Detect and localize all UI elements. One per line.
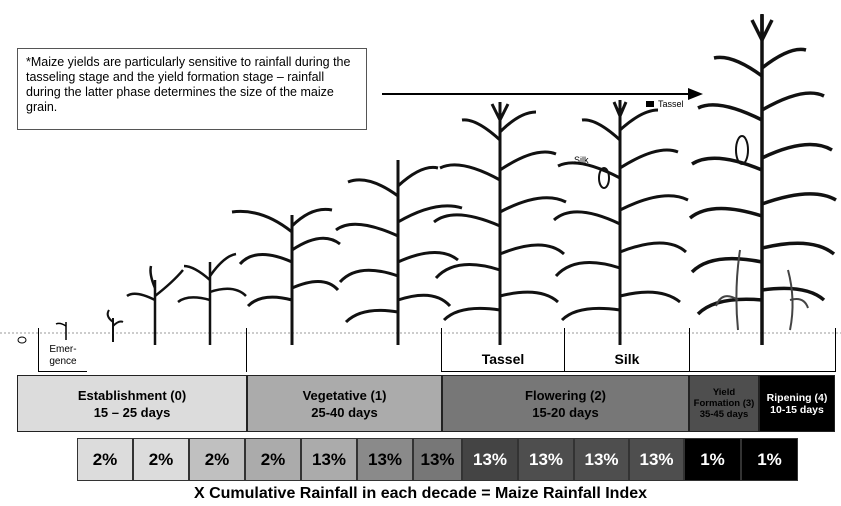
phase-establishment-days: 15 – 25 days: [93, 404, 171, 420]
weight-cell: 2%: [77, 438, 133, 481]
phase-ripening: Ripening (4) 10-15 days: [759, 375, 835, 432]
phase-vegetative: Vegetative (1) 25-40 days: [247, 375, 442, 432]
emergence-plant-icon: [55, 322, 67, 340]
sensitivity-note: *Maize yields are particularly sensitive…: [17, 48, 367, 130]
silk-plant-icon: [552, 100, 689, 345]
young-plant-2-icon: [177, 252, 247, 345]
weight-cell: 13%: [462, 438, 518, 481]
maize-growth-illustration: [0, 14, 841, 345]
weight-cell: 13%: [301, 438, 357, 481]
phase-ripening-days: 10-15 days: [770, 403, 824, 416]
yield-formation-plant-icon: [688, 14, 837, 345]
silk-plant-label: Silk: [574, 155, 589, 165]
emergence-label-line1: Emer-: [49, 344, 77, 355]
phase-flowering: Flowering (2) 15-20 days: [442, 375, 689, 432]
silk-label-cell: Silk: [564, 328, 689, 372]
phase-vegetative-name: Vegetative (1): [302, 387, 387, 403]
phase-vegetative-days: 25-40 days: [311, 404, 378, 420]
weight-cell: 13%: [574, 438, 629, 481]
phase-yield-formation-name: Yield Formation (3): [693, 387, 755, 409]
yield-label-cell: [689, 328, 836, 372]
weight-cell: 13%: [518, 438, 574, 481]
silk-stage-label: Silk: [614, 351, 640, 367]
phase-yield-formation: Yield Formation (3) 35-45 days: [689, 375, 759, 432]
tassel-plant-icon: [433, 102, 567, 345]
phase-establishment-name: Establishment (0): [77, 387, 187, 403]
weight-cell: 1%: [684, 438, 741, 481]
phase-flowering-days: 15-20 days: [532, 404, 599, 420]
note-arrowhead: [688, 88, 703, 100]
tassel-label-cell: Tassel: [441, 328, 564, 372]
rainfall-index-caption: X Cumulative Rainfall in each decade = M…: [193, 485, 648, 502]
emergence-label-line2: gence: [49, 356, 77, 367]
tassel-stage-label: Tassel: [481, 351, 525, 367]
weight-cell: 2%: [189, 438, 245, 481]
weight-cell: 2%: [133, 438, 189, 481]
emergence-label-cell: Emer- gence: [38, 328, 87, 372]
phase-flowering-name: Flowering (2): [525, 387, 606, 403]
weight-cell: 13%: [357, 438, 413, 481]
weight-cell: 13%: [629, 438, 684, 481]
stage-labels-strip: Emer- gence Tassel Silk: [13, 328, 836, 372]
seedling-plant-icon: [106, 309, 124, 342]
phase-establishment: Establishment (0) 15 – 25 days: [17, 375, 247, 432]
growth-phase-bar: Establishment (0) 15 – 25 days Vegetativ…: [17, 375, 835, 432]
tassel-plant-label: Tassel: [658, 99, 684, 109]
vegetative-gap-cell: [246, 328, 441, 372]
weight-cell: 2%: [245, 438, 301, 481]
phase-yield-formation-days: 35-45 days: [699, 409, 749, 420]
weight-cell: 1%: [741, 438, 798, 481]
tassel-marker-icon: [646, 101, 654, 107]
vegetative-plant-2-icon: [335, 160, 463, 345]
weight-cell: 13%: [413, 438, 462, 481]
vegetative-plant-icon: [231, 207, 341, 345]
seed-icon: [17, 336, 27, 344]
young-plant-icon: [126, 265, 184, 345]
phase-ripening-name: Ripening (4): [766, 391, 828, 404]
drying-plant-icon: [715, 249, 809, 331]
